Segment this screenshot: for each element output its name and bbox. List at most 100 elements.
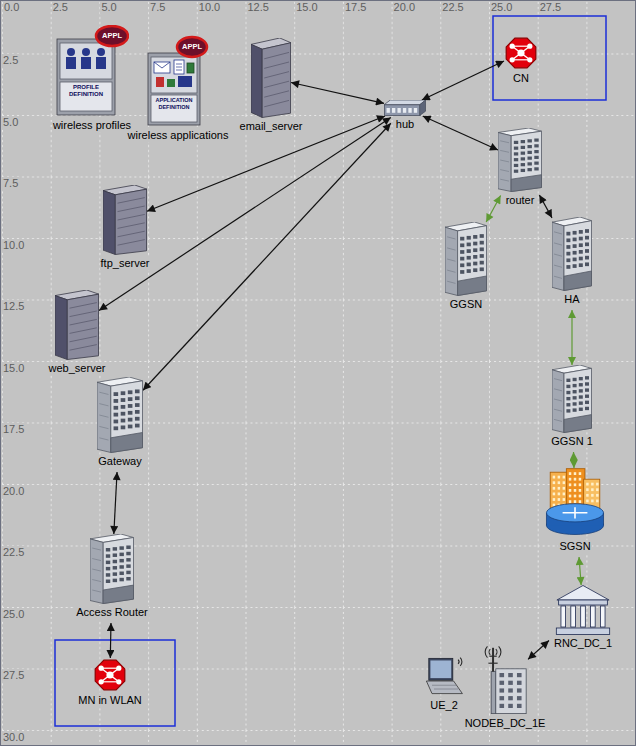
icon-part bbox=[151, 95, 197, 122]
icon-part bbox=[517, 696, 522, 700]
icon-part bbox=[585, 407, 589, 410]
icon-part bbox=[514, 164, 518, 167]
appdef-icon: APPLAPPLICATION DEFINITION bbox=[147, 35, 209, 127]
icon-line bbox=[118, 214, 145, 220]
router-node: Gateway bbox=[96, 377, 144, 468]
profile-node: APPLPROFILE DEFINITIONwireless profiles bbox=[51, 25, 134, 132]
icon-part bbox=[573, 251, 577, 255]
icon-facet bbox=[97, 382, 111, 452]
icon-part bbox=[517, 49, 524, 56]
icon-part bbox=[128, 397, 133, 401]
icon-part bbox=[566, 379, 570, 382]
icon-facet bbox=[115, 189, 146, 254]
icon-part bbox=[460, 257, 464, 261]
icon-part bbox=[558, 498, 560, 501]
icon-part bbox=[596, 494, 598, 497]
router-node: HA bbox=[551, 217, 593, 306]
icon-part bbox=[569, 500, 571, 503]
node-label: wireless profiles bbox=[52, 119, 132, 132]
icon-part bbox=[561, 606, 566, 627]
icon-part bbox=[128, 404, 133, 408]
icon-part bbox=[586, 483, 588, 486]
icon-line bbox=[554, 379, 562, 381]
icon-line bbox=[92, 548, 101, 550]
icon-part bbox=[521, 163, 525, 166]
connector bbox=[423, 116, 498, 150]
icon-part bbox=[579, 408, 583, 411]
node-label: SGSN bbox=[558, 540, 591, 553]
icon-part bbox=[579, 243, 583, 247]
icon-part bbox=[473, 235, 477, 239]
icon-part bbox=[586, 500, 588, 503]
icon-part bbox=[121, 405, 126, 409]
icon-stroke bbox=[496, 649, 497, 655]
icon-part bbox=[113, 560, 117, 564]
router-node: GGSN 1 bbox=[549, 365, 595, 448]
hub-node: hub bbox=[383, 100, 427, 131]
icon-part bbox=[467, 263, 471, 267]
icon-part bbox=[499, 704, 504, 708]
icon-part bbox=[473, 268, 477, 272]
icon-part bbox=[579, 495, 581, 498]
icon-part bbox=[467, 243, 471, 247]
icon-part bbox=[566, 232, 570, 236]
server-icon bbox=[251, 38, 291, 118]
icon-part bbox=[113, 547, 117, 551]
icon-part bbox=[527, 162, 531, 165]
icon-line bbox=[500, 160, 509, 162]
icon-part bbox=[573, 258, 577, 262]
ruler-number: 10.0 bbox=[198, 1, 221, 14]
icon-part bbox=[517, 688, 522, 692]
ruler-number: 25.0 bbox=[2, 608, 25, 621]
ruler-number: 2.5 bbox=[2, 54, 19, 67]
icon-part bbox=[156, 77, 164, 87]
icon-part bbox=[508, 688, 513, 692]
icon-part bbox=[106, 671, 113, 678]
icon-facet bbox=[458, 226, 487, 296]
router-icon bbox=[90, 534, 134, 604]
icon-facet bbox=[564, 415, 592, 433]
icon-part bbox=[126, 552, 130, 556]
laptop-icon bbox=[424, 655, 464, 697]
icon-part bbox=[553, 476, 555, 479]
icon-caption: APPL bbox=[177, 41, 207, 53]
icon-part bbox=[574, 472, 576, 475]
node-label: CN bbox=[512, 72, 530, 85]
node-label: router bbox=[505, 194, 536, 207]
icon-line bbox=[512, 46, 530, 47]
icon-part bbox=[517, 681, 522, 685]
icon-part bbox=[527, 139, 531, 142]
icon-part bbox=[585, 256, 589, 260]
icon-part bbox=[573, 384, 577, 387]
icon-line bbox=[99, 426, 108, 428]
icon-part bbox=[573, 408, 577, 411]
ruler-number: 17.5 bbox=[2, 423, 25, 436]
icon-facet bbox=[95, 660, 125, 690]
icon-part bbox=[121, 425, 126, 429]
icon-part bbox=[116, 666, 121, 671]
icon-line bbox=[447, 237, 455, 239]
icon-part bbox=[106, 548, 110, 552]
icon-part bbox=[473, 242, 477, 246]
connector bbox=[528, 641, 549, 660]
icon-part bbox=[510, 57, 515, 62]
icon-part bbox=[128, 425, 133, 429]
ruler-number: 22.5 bbox=[2, 546, 25, 559]
icon-line bbox=[492, 648, 494, 672]
icon-line bbox=[176, 70, 182, 71]
icon-part bbox=[579, 383, 583, 386]
icon-part bbox=[508, 681, 513, 685]
icon-facet bbox=[420, 100, 426, 116]
icon-part bbox=[119, 578, 123, 582]
icon-facet bbox=[552, 370, 564, 433]
icon-line bbox=[99, 404, 108, 406]
cloud-symbol bbox=[504, 36, 538, 70]
icon-part bbox=[167, 79, 175, 87]
icon-part bbox=[534, 138, 538, 141]
icon-part bbox=[585, 262, 589, 266]
router-symbol bbox=[97, 377, 143, 453]
icon-line bbox=[432, 685, 456, 686]
icon-part bbox=[99, 666, 104, 671]
